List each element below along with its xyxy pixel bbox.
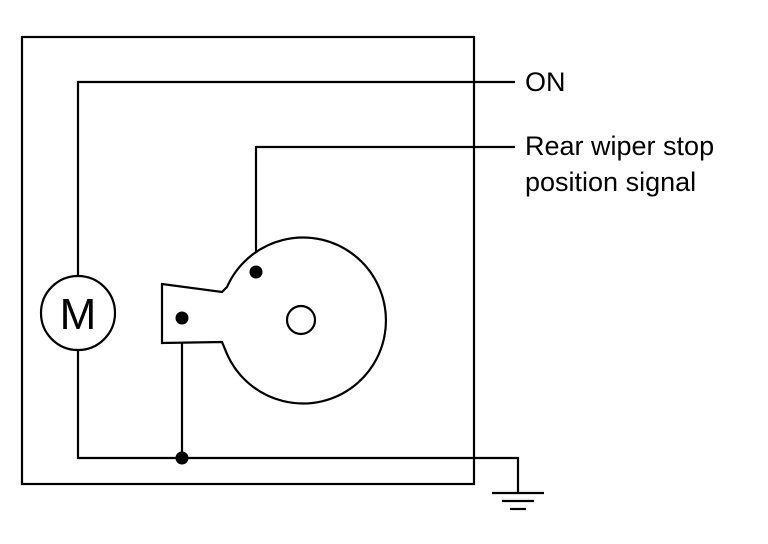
- stop-signal-label-line2: position signal: [525, 167, 696, 197]
- motor-housing-box: [20, 35, 476, 486]
- motor-symbol: [39, 274, 117, 352]
- ground-wire: [76, 350, 520, 492]
- stop-signal-label-line1: Rear wiper stop: [525, 131, 714, 161]
- cam-contact-dot: [249, 265, 263, 279]
- motor-label: M: [60, 290, 97, 339]
- follower-contact-dot: [175, 311, 189, 325]
- cam-center-hole: [285, 304, 317, 336]
- ground-symbol: [492, 491, 544, 511]
- stop-signal-wire: [254, 145, 515, 272]
- on-wire: [76, 80, 515, 275]
- on-label: ON: [525, 67, 566, 97]
- ground-junction-dot: [175, 451, 189, 465]
- cam-disc: [160, 236, 388, 405]
